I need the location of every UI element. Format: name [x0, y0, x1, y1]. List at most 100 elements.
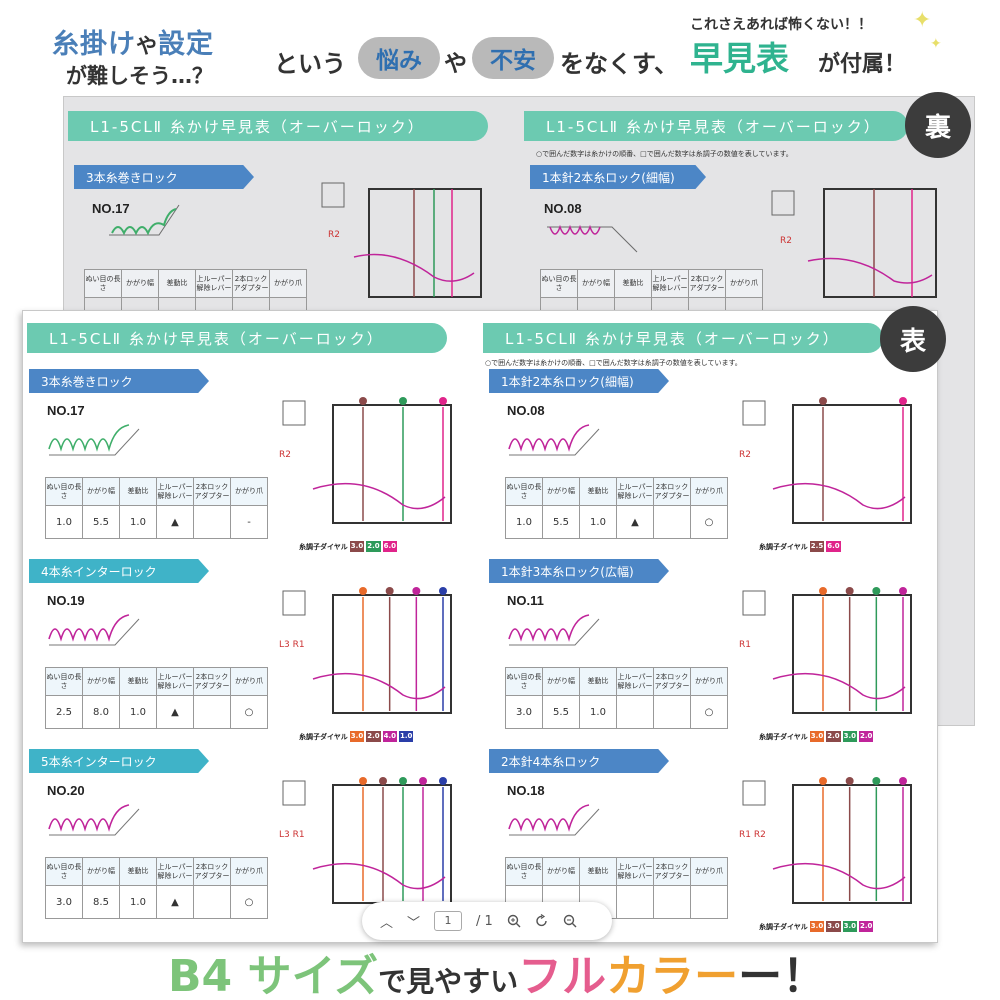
stitch-number: NO.11	[507, 593, 544, 608]
stitch-number: NO.18	[507, 783, 545, 798]
cell: ○	[690, 695, 728, 729]
cell: ▲	[616, 505, 654, 539]
page-up-icon[interactable]: ︿	[380, 915, 394, 931]
col-header: かがり幅	[577, 269, 615, 298]
cell: ○	[230, 695, 268, 729]
stitch-chip: 5本糸インターロック	[29, 749, 209, 773]
header-end: をなくす、	[560, 50, 679, 78]
stitch-chip: 2本針4本糸ロック	[489, 749, 669, 773]
col-header: かがり爪	[230, 667, 268, 696]
col-header: 上ルーパー解除レバー	[651, 269, 689, 298]
promo-header: 糸掛けや設定 が難しそう…？ という 悩み や 不安 をなくす、 これさえあれば…	[0, 0, 1000, 95]
header-line1: 糸掛けや設定	[52, 22, 214, 61]
footer-b4-size: B4 サイズ	[168, 951, 379, 1000]
col-header: 差動比	[579, 857, 617, 886]
footer-exclaim: ー！	[738, 951, 827, 1000]
stitch-number: NO.19	[47, 593, 85, 608]
col-header: かがり爪	[690, 857, 728, 886]
cell	[193, 695, 231, 729]
dial-label: 糸調子ダイヤル	[759, 922, 808, 931]
page-number-input[interactable]: 1	[434, 911, 463, 931]
header-ya1: や	[136, 34, 158, 58]
zoom-out-icon[interactable]	[563, 914, 577, 928]
machine-diagram: R2	[739, 397, 912, 524]
page-total: / 1	[476, 913, 493, 929]
sheet-title: L1-5CLⅡ 糸かけ早見表（オーバーロック）	[68, 111, 488, 141]
stitch-number: NO.08	[544, 201, 582, 216]
cell: ▲	[156, 505, 194, 539]
tension-value: 6.0	[826, 541, 841, 552]
cell: ○	[690, 505, 728, 539]
col-header: ぬい目の長さ	[505, 667, 543, 696]
page-down-icon[interactable]: ﹀	[407, 915, 421, 931]
cell: 1.0	[45, 505, 83, 539]
header-quick-chart: 早見表	[690, 39, 789, 78]
tension-value: 2.0	[366, 541, 381, 552]
col-header: 2本ロックアダプター	[653, 667, 691, 696]
stitch-chip: 3本糸巻きロック	[74, 165, 254, 189]
tension-value: 2.0	[826, 731, 841, 742]
col-header: 上ルーパー解除レバー	[616, 667, 654, 696]
zoom-in-icon[interactable]	[507, 914, 521, 928]
cell: 2.5	[45, 695, 83, 729]
machine-diagram: R2	[321, 182, 482, 298]
col-header: 2本ロックアダプター	[232, 269, 270, 298]
stitch-diagram	[508, 424, 600, 456]
cell	[616, 885, 654, 919]
col-header: ぬい目の長さ	[84, 269, 122, 298]
sheet-title: L1-5CLⅡ 糸かけ早見表（オーバーロック）	[483, 323, 883, 353]
col-header: ぬい目の長さ	[45, 857, 83, 886]
cell: 5.5	[82, 505, 120, 539]
back-badge: 裏	[905, 92, 971, 158]
tension-value: 2.0	[859, 921, 874, 932]
col-header: 2本ロックアダプター	[193, 857, 231, 886]
dial-label: 糸調子ダイヤル	[759, 542, 808, 551]
cell: ▲	[156, 695, 194, 729]
col-header: 上ルーパー解除レバー	[616, 857, 654, 886]
col-header: かがり幅	[542, 667, 580, 696]
stitch-number: NO.08	[507, 403, 545, 418]
needle-label: R1	[739, 640, 751, 650]
stitch-diagram	[508, 804, 600, 836]
header-settings: 設定	[158, 29, 214, 60]
sheet-title: L1-5CLⅡ 糸かけ早見表（オーバーロック）	[524, 111, 908, 141]
header-tail: が付属！	[818, 52, 907, 77]
col-header: かがり幅	[82, 477, 120, 506]
footer-full: フル	[518, 951, 607, 1000]
stitch-number: NO.17	[47, 403, 85, 418]
col-header: 差動比	[119, 477, 157, 506]
col-header: 差動比	[614, 269, 652, 298]
header-mid: という	[274, 50, 346, 78]
col-header: かがり幅	[542, 477, 580, 506]
col-header: かがり幅	[121, 269, 159, 298]
header-threading: 糸掛け	[52, 29, 136, 60]
machine-diagram: R2	[279, 397, 452, 524]
needle-label: R2	[739, 450, 751, 460]
needle-label: R2	[328, 230, 340, 240]
machine-diagram: L3 R1	[279, 587, 452, 714]
cell	[193, 885, 231, 919]
stitch-diagram	[547, 224, 638, 253]
col-header: 差動比	[579, 477, 617, 506]
stitch-number: NO.20	[47, 783, 85, 798]
machine-diagram: R2	[771, 188, 937, 298]
tension-value: 3.0	[349, 731, 365, 742]
cell: 8.5	[82, 885, 120, 919]
tension-value: 6.0	[382, 541, 398, 552]
dial-label: 糸調子ダイヤル	[299, 732, 348, 741]
stitch-diagram	[109, 204, 180, 236]
col-header: 上ルーパー解除レバー	[156, 857, 194, 886]
header-small-top: これさえあれば怖くない！！	[690, 17, 872, 33]
front-sheet: L1-5CLⅡ 糸かけ早見表（オーバーロック） L1-5CLⅡ 糸かけ早見表（オ…	[22, 310, 938, 943]
needle-label: R2	[780, 236, 792, 246]
col-header: 2本ロックアダプター	[193, 477, 231, 506]
col-header: 差動比	[579, 667, 617, 696]
rotate-icon[interactable]	[535, 914, 549, 928]
col-header: 上ルーパー解除レバー	[195, 269, 233, 298]
